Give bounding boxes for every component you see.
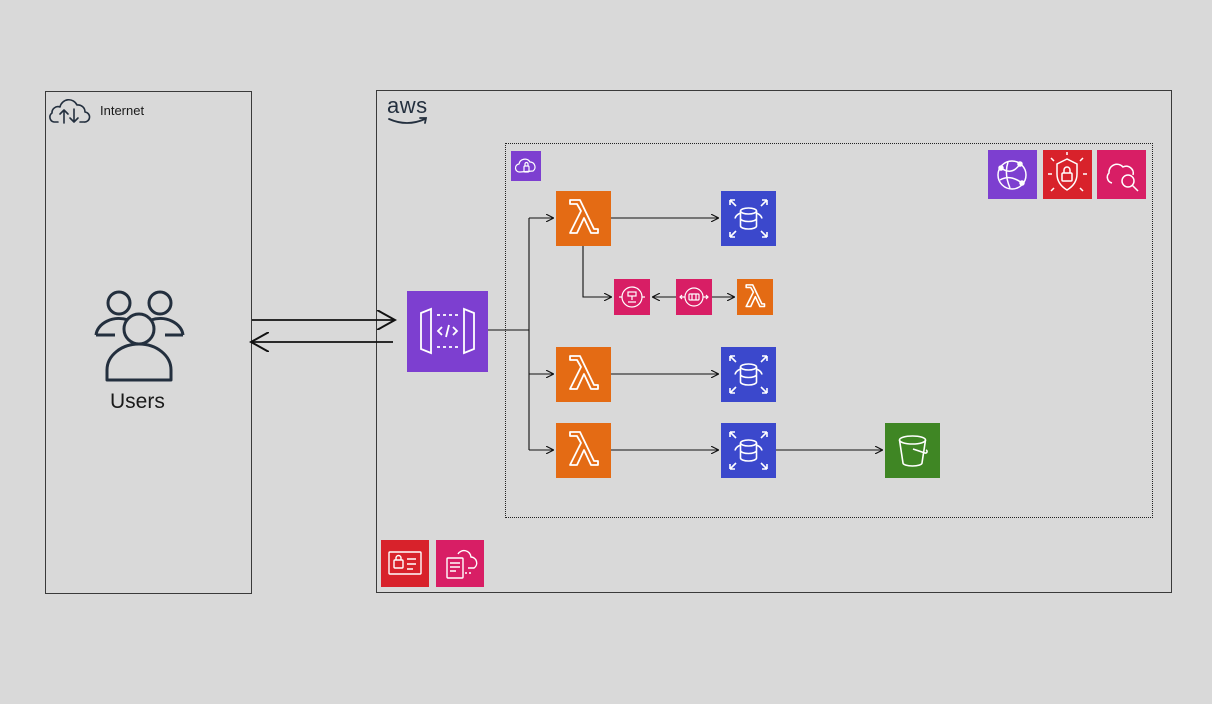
- users-group-icon: [93, 288, 186, 383]
- vpc-cloud-icon: [511, 151, 541, 181]
- cloud-upload-download-icon: [48, 96, 92, 126]
- rds-database-icon[interactable]: [721, 423, 776, 478]
- cloudformation-template-icon[interactable]: [436, 540, 484, 587]
- cloudfront-icon[interactable]: [988, 150, 1037, 199]
- aws-logo-icon: [387, 116, 431, 126]
- lambda-icon[interactable]: [556, 191, 611, 246]
- rds-database-icon[interactable]: [721, 191, 776, 246]
- step-functions-icon[interactable]: [614, 279, 650, 315]
- waf-shield-icon[interactable]: [1043, 150, 1092, 199]
- users-label: Users: [110, 390, 165, 413]
- cloudwatch-search-icon[interactable]: [1097, 150, 1146, 199]
- lambda-icon[interactable]: [556, 423, 611, 478]
- lambda-icon[interactable]: [737, 279, 773, 315]
- aws-logo-text: aws: [387, 93, 428, 118]
- s3-bucket-icon[interactable]: [885, 423, 940, 478]
- iam-identity-icon[interactable]: [381, 540, 429, 587]
- lambda-icon[interactable]: [556, 347, 611, 402]
- rds-database-icon[interactable]: [721, 347, 776, 402]
- api-gateway-icon[interactable]: [407, 291, 488, 372]
- internet-label: Internet: [100, 103, 145, 118]
- sqs-queue-icon[interactable]: [676, 279, 712, 315]
